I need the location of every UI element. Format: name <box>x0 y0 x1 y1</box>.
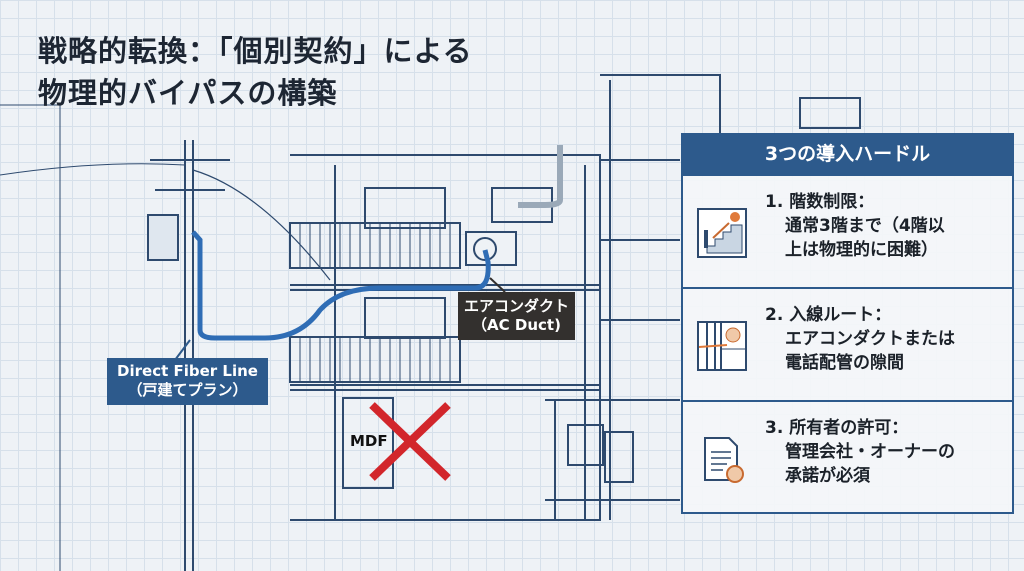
panel-header: 3つの導入ハードル <box>683 135 1012 174</box>
hurdle-heading: 2. 入線ルート： <box>765 305 892 325</box>
duct-label-ja: エアコンダクト <box>463 297 569 315</box>
hurdle-item: 1. 階数制限： 通常3階まで（4階以 上は物理的に困難） <box>683 174 1012 287</box>
apartment-building <box>289 74 861 521</box>
hurdle-text: 上は物理的に困難） <box>785 240 938 260</box>
title-line-1: 戦略的転換：「個別契約」による <box>38 34 473 68</box>
ac-unit <box>465 231 517 266</box>
title-line-2: 物理的バイパスの構築 <box>38 76 338 110</box>
fiber-line-label: Direct Fiber Line （戸建てプラン） <box>107 358 268 405</box>
hurdle-text: エアコンダクトまたは <box>785 329 955 349</box>
document-icon <box>704 437 744 483</box>
hurdle-text: 管理会社・オーナーの <box>785 442 955 462</box>
duct-label-pointer <box>489 277 506 293</box>
hurdle-item: 3. 所有者の許可： 管理会社・オーナーの 承諾が必須 <box>683 400 1012 513</box>
utility-pole <box>0 104 331 571</box>
hurdle-text: 承諾が必須 <box>785 466 870 486</box>
page-title: 戦略的転換：「個別契約」による 物理的バイパスの構築 <box>38 30 473 114</box>
fiber-line <box>191 230 491 341</box>
duct-icon <box>697 321 747 371</box>
fiber-label-pointer <box>174 339 191 361</box>
fiber-label-ja: （戸建てプラン） <box>127 381 248 399</box>
hurdle-heading: 1. 階数制限： <box>765 192 875 212</box>
mdf-cross-icon <box>369 402 451 481</box>
hurdle-item: 2. 入線ルート： エアコンダクトまたは 電話配管の隙間 <box>683 287 1012 400</box>
hurdles-panel: 3つの導入ハードル 1. 階数制限： 通常3階まで（4階以 上は物理的に困難） … <box>681 133 1014 514</box>
stairs-icon <box>697 208 747 258</box>
hurdle-heading: 3. 所有者の許可： <box>765 418 909 438</box>
fiber-label-en: Direct Fiber Line <box>117 362 258 380</box>
mdf-label: MDF <box>350 432 388 450</box>
hurdle-text: 通常3階まで（4階以 <box>785 216 945 236</box>
hurdle-text: 電話配管の隙間 <box>785 353 904 373</box>
duct-label-en: （AC Duct) <box>472 316 561 334</box>
ac-duct-label: エアコンダクト （AC Duct) <box>458 292 575 340</box>
